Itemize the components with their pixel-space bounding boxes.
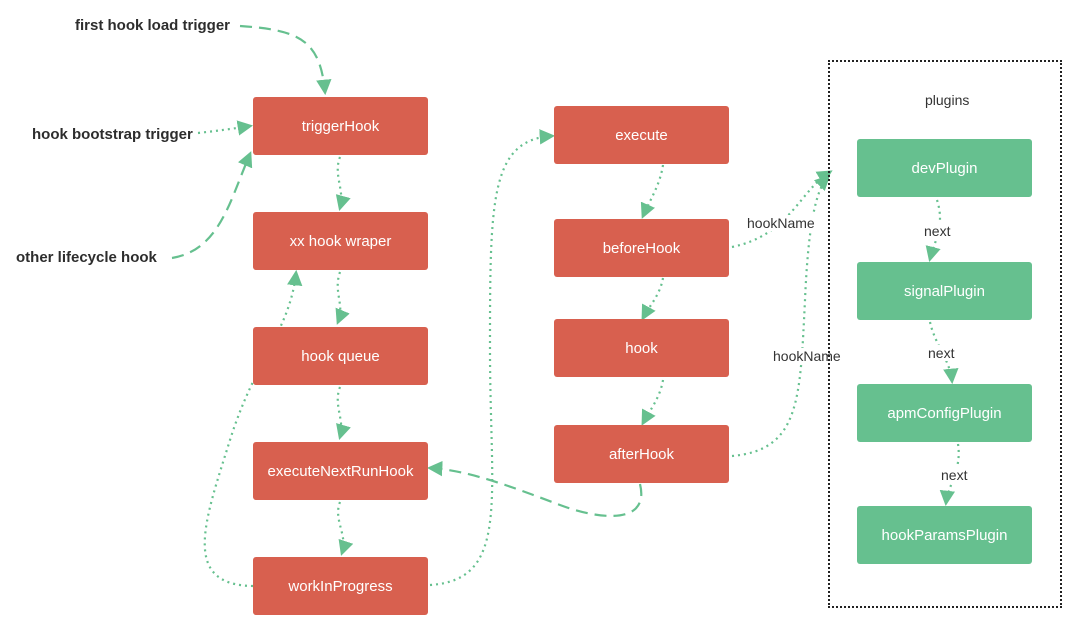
trigger-hook-node: triggerHook (253, 97, 428, 155)
signal-to-apm (928, 321, 959, 385)
after-to-execnext (426, 460, 643, 518)
other-lifecycle-arrow (171, 151, 253, 260)
hook-wrapper-node: xx hook wraper (253, 212, 428, 270)
wrapper-to-queue (335, 271, 350, 325)
next-label-2: next (926, 345, 957, 361)
hook-to-after (641, 379, 665, 426)
queue-to-execnext (336, 386, 351, 440)
plugins-container (828, 60, 1062, 608)
work-in-progress-node: workInProgress (253, 557, 428, 615)
other-lifecycle-trigger-label: other lifecycle hook (16, 249, 157, 266)
before-hook-node: beforeHook (554, 219, 729, 277)
execute-to-before (640, 164, 665, 219)
wip-to-execute (429, 129, 556, 587)
next-label-3: next (939, 467, 970, 483)
bootstrap-trigger-label: hook bootstrap trigger (32, 126, 193, 143)
hook-name-label-top: hookName (745, 215, 817, 231)
next-label-1: next (922, 223, 953, 239)
plugins-title: plugins (925, 92, 970, 108)
trigger-to-wrapper (335, 156, 351, 211)
execute-next-run-hook-node: executeNextRunHook (253, 442, 428, 500)
apm-to-params (939, 443, 960, 507)
signal-plugin-node: signalPlugin (857, 262, 1032, 320)
before-to-hook (641, 277, 665, 321)
execute-node: execute (554, 106, 729, 164)
execnext-to-wip (337, 501, 354, 556)
first-load-trigger-label: first hook load trigger (75, 17, 231, 34)
hook-queue-node: hook queue (253, 327, 428, 385)
hook-name-label-bottom: hookName (771, 348, 843, 364)
apm-config-plugin-node: apmConfigPlugin (857, 384, 1032, 442)
bootstrap-arrow (197, 120, 254, 136)
hook-node: hook (554, 319, 729, 377)
before-to-plugins (731, 170, 833, 249)
dev-to-signal (925, 199, 942, 262)
wip-loop-back (203, 269, 303, 588)
dev-plugin-node: devPlugin (857, 139, 1032, 197)
hook-params-plugin-node: hookParamsPlugin (857, 506, 1032, 564)
after-hook-node: afterHook (554, 425, 729, 483)
first-load-arrow (239, 24, 332, 96)
